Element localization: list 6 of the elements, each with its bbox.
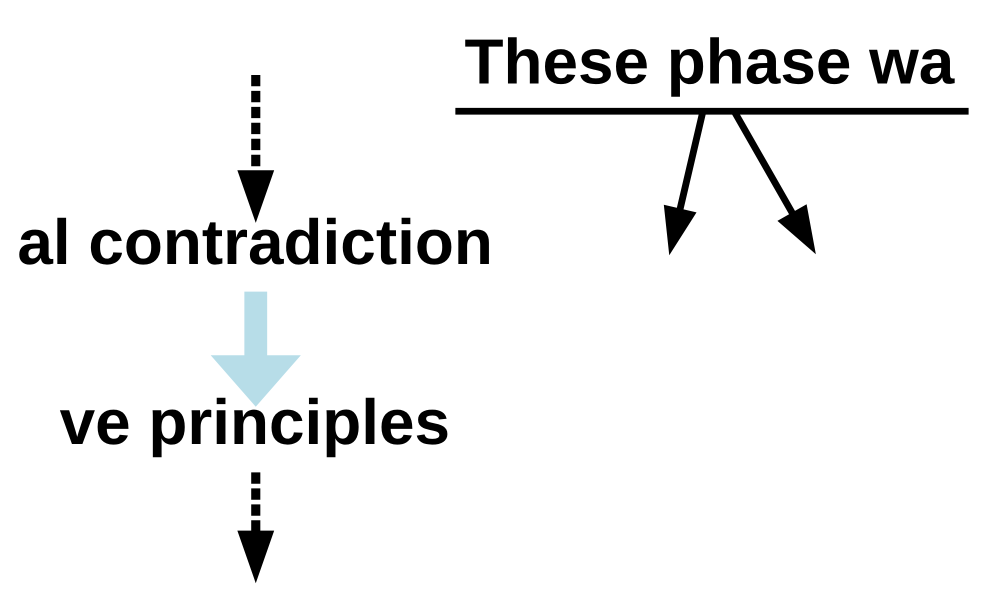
node-text: These phase wa (464, 26, 954, 98)
arrow (237, 74, 274, 223)
arrow (237, 472, 274, 584)
node-text: al contradiction (17, 206, 493, 278)
node-text: ve principles (60, 386, 450, 458)
arrow (210, 292, 301, 407)
